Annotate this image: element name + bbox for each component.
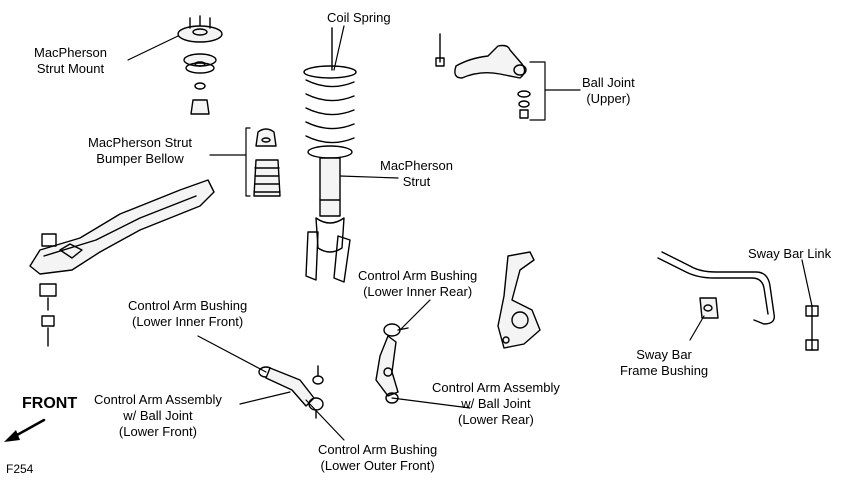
lower-front-arm-drawing — [258, 365, 324, 419]
label-cab-lower-outer-front: Control Arm Bushing (Lower Outer Front) — [318, 442, 438, 473]
label-strut-mount: MacPherson Strut Mount — [34, 45, 107, 76]
leader-lines — [127, 25, 813, 441]
label-sway-bar-frame-bushing: Sway Bar Frame Bushing — [620, 347, 709, 378]
strut-drawing — [305, 157, 351, 283]
crossmember-drawing — [29, 179, 215, 347]
coil-spring-drawing — [303, 27, 357, 159]
bumper-bellow-drawing — [253, 128, 281, 197]
front-label: FRONT — [22, 395, 78, 412]
strut-mount-drawing — [177, 15, 223, 115]
lower-rear-arm-drawing — [375, 323, 409, 404]
label-bumper-bellow: MacPherson Strut Bumper Bellow — [88, 135, 193, 166]
label-caa-lower-front: Control Arm Assembly w/ Ball Joint (Lowe… — [94, 392, 222, 439]
label-caa-lower-rear: Control Arm Assembly w/ Ball Joint (Lowe… — [432, 380, 560, 427]
label-strut: MacPherson Strut — [380, 158, 453, 189]
upper-arm-drawing — [435, 33, 531, 119]
label-cab-lower-inner-rear: Control Arm Bushing (Lower Inner Rear) — [358, 268, 478, 299]
label-ball-joint-upper: Ball Joint (Upper) — [582, 75, 635, 106]
front-arrow-head-icon — [4, 430, 20, 442]
knuckle-drawing — [497, 251, 541, 349]
label-sway-bar-link: Sway Bar Link — [748, 246, 832, 261]
label-coil-spring: Coil Spring — [327, 10, 391, 25]
sway-bar-drawing — [657, 251, 819, 351]
label-cab-lower-inner-front: Control Arm Bushing (Lower Inner Front) — [128, 298, 248, 329]
figure-code: F254 — [6, 462, 34, 476]
